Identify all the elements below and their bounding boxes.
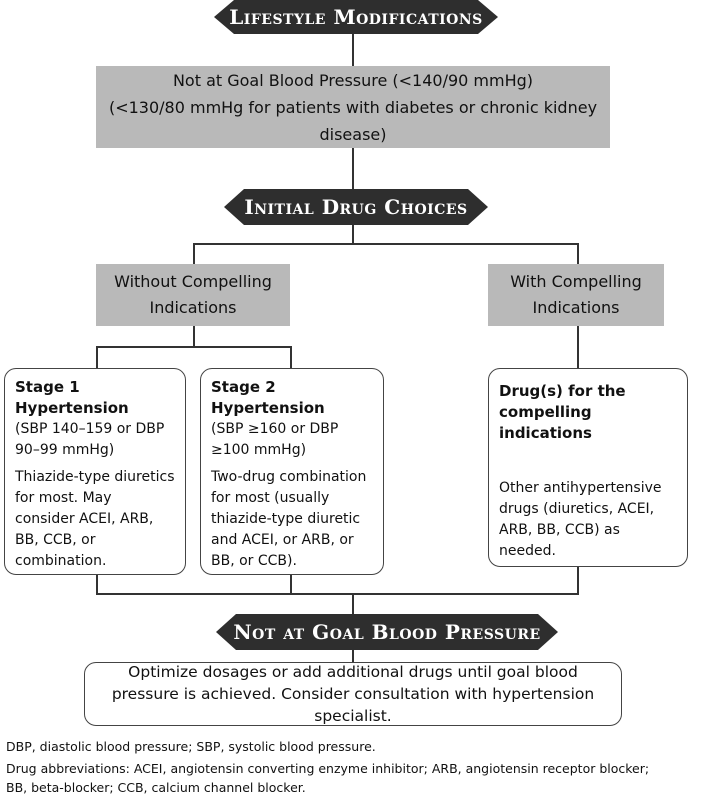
connector-notgoal-optimize [352,648,354,662]
stage2-criteria: (SBP ≥160 or DBP ≥100 mmHg) [211,421,339,458]
stage1-title-line2: Hypertension [15,399,129,417]
footnote-abbreviations-bp: DBP, diastolic blood pressure; SBP, syst… [6,739,376,754]
not-at-goal-banner: Not at Goal Blood Pressure [216,614,558,650]
footnote-drug-abbreviations-cont: BB, beta-blocker; CCB, calcium channel b… [6,780,306,795]
connector-to-notgoal [352,593,354,615]
stage2-recommendation: Two-drug combination for most (usually t… [211,469,367,569]
connector-to-stage1 [96,346,98,368]
without-compelling-line2: Indications [149,298,237,317]
stage1-criteria: (SBP 140–159 or DBP 90–99 mmHg) [15,421,165,458]
initial-drug-choices-label: Initial Drug Choices [244,195,468,219]
with-compelling-box: With Compelling Indications [488,264,664,326]
connector-compelling-down [577,566,579,594]
footnote-drug-abbreviations: Drug abbreviations: ACEI, angiotensin co… [6,761,650,776]
initial-drug-choices-banner: Initial Drug Choices [224,189,488,225]
goal-bp-line1: Not at Goal Blood Pressure (<140/90 mmHg… [172,70,534,90]
optimize-box: Optimize dosages or add additional drugs… [84,662,622,726]
stage1-title-line1: Stage 1 [15,378,80,396]
lifestyle-modifications-banner: Lifestyle Modifications [214,0,498,34]
connector-goal-initial [352,146,354,190]
compelling-card: Drug(s) for the compelling indications O… [488,368,688,567]
with-compelling-line1: With Compelling [510,272,642,291]
with-compelling-line2: Indications [532,298,620,317]
connector-to-with [577,243,579,264]
connector-with-down [577,325,579,368]
connector-bottom-horizontal [96,593,579,595]
connector-stage1-down [96,574,98,594]
not-at-goal-label: Not at Goal Blood Pressure [233,620,541,644]
goal-bp-box: Not at Goal Blood Pressure (<140/90 mmHg… [96,66,610,148]
connector-stage-horizontal [96,346,292,348]
connector-to-without [193,243,195,264]
stage2-title-line1: Stage 2 [211,378,276,396]
goal-bp-line2: (<130/80 mmHg for patients with diabetes… [108,97,598,144]
compelling-title: Drug(s) for the compelling indications [499,382,626,442]
stage1-recommendation: Thiazide-type diuretics for most. May co… [15,469,175,569]
connector-initial-down [352,224,354,244]
stage1-card: Stage 1 Hypertension (SBP 140–159 or DBP… [4,368,186,575]
lifestyle-modifications-label: Lifestyle Modifications [229,5,483,29]
without-compelling-line1: Without Compelling [114,272,272,291]
stage2-title-line2: Hypertension [211,399,325,417]
connector-branch-horizontal [193,243,578,245]
without-compelling-box: Without Compelling Indications [96,264,290,326]
compelling-text: Other antihypertensive drugs (diuretics,… [499,480,662,559]
connector-without-down [193,325,195,347]
connector-lifestyle-goal [352,32,354,66]
connector-stage2-down [290,574,292,594]
stage2-card: Stage 2 Hypertension (SBP ≥160 or DBP ≥1… [200,368,384,575]
connector-to-stage2 [290,346,292,368]
optimize-text: Optimize dosages or add additional drugs… [111,663,595,725]
